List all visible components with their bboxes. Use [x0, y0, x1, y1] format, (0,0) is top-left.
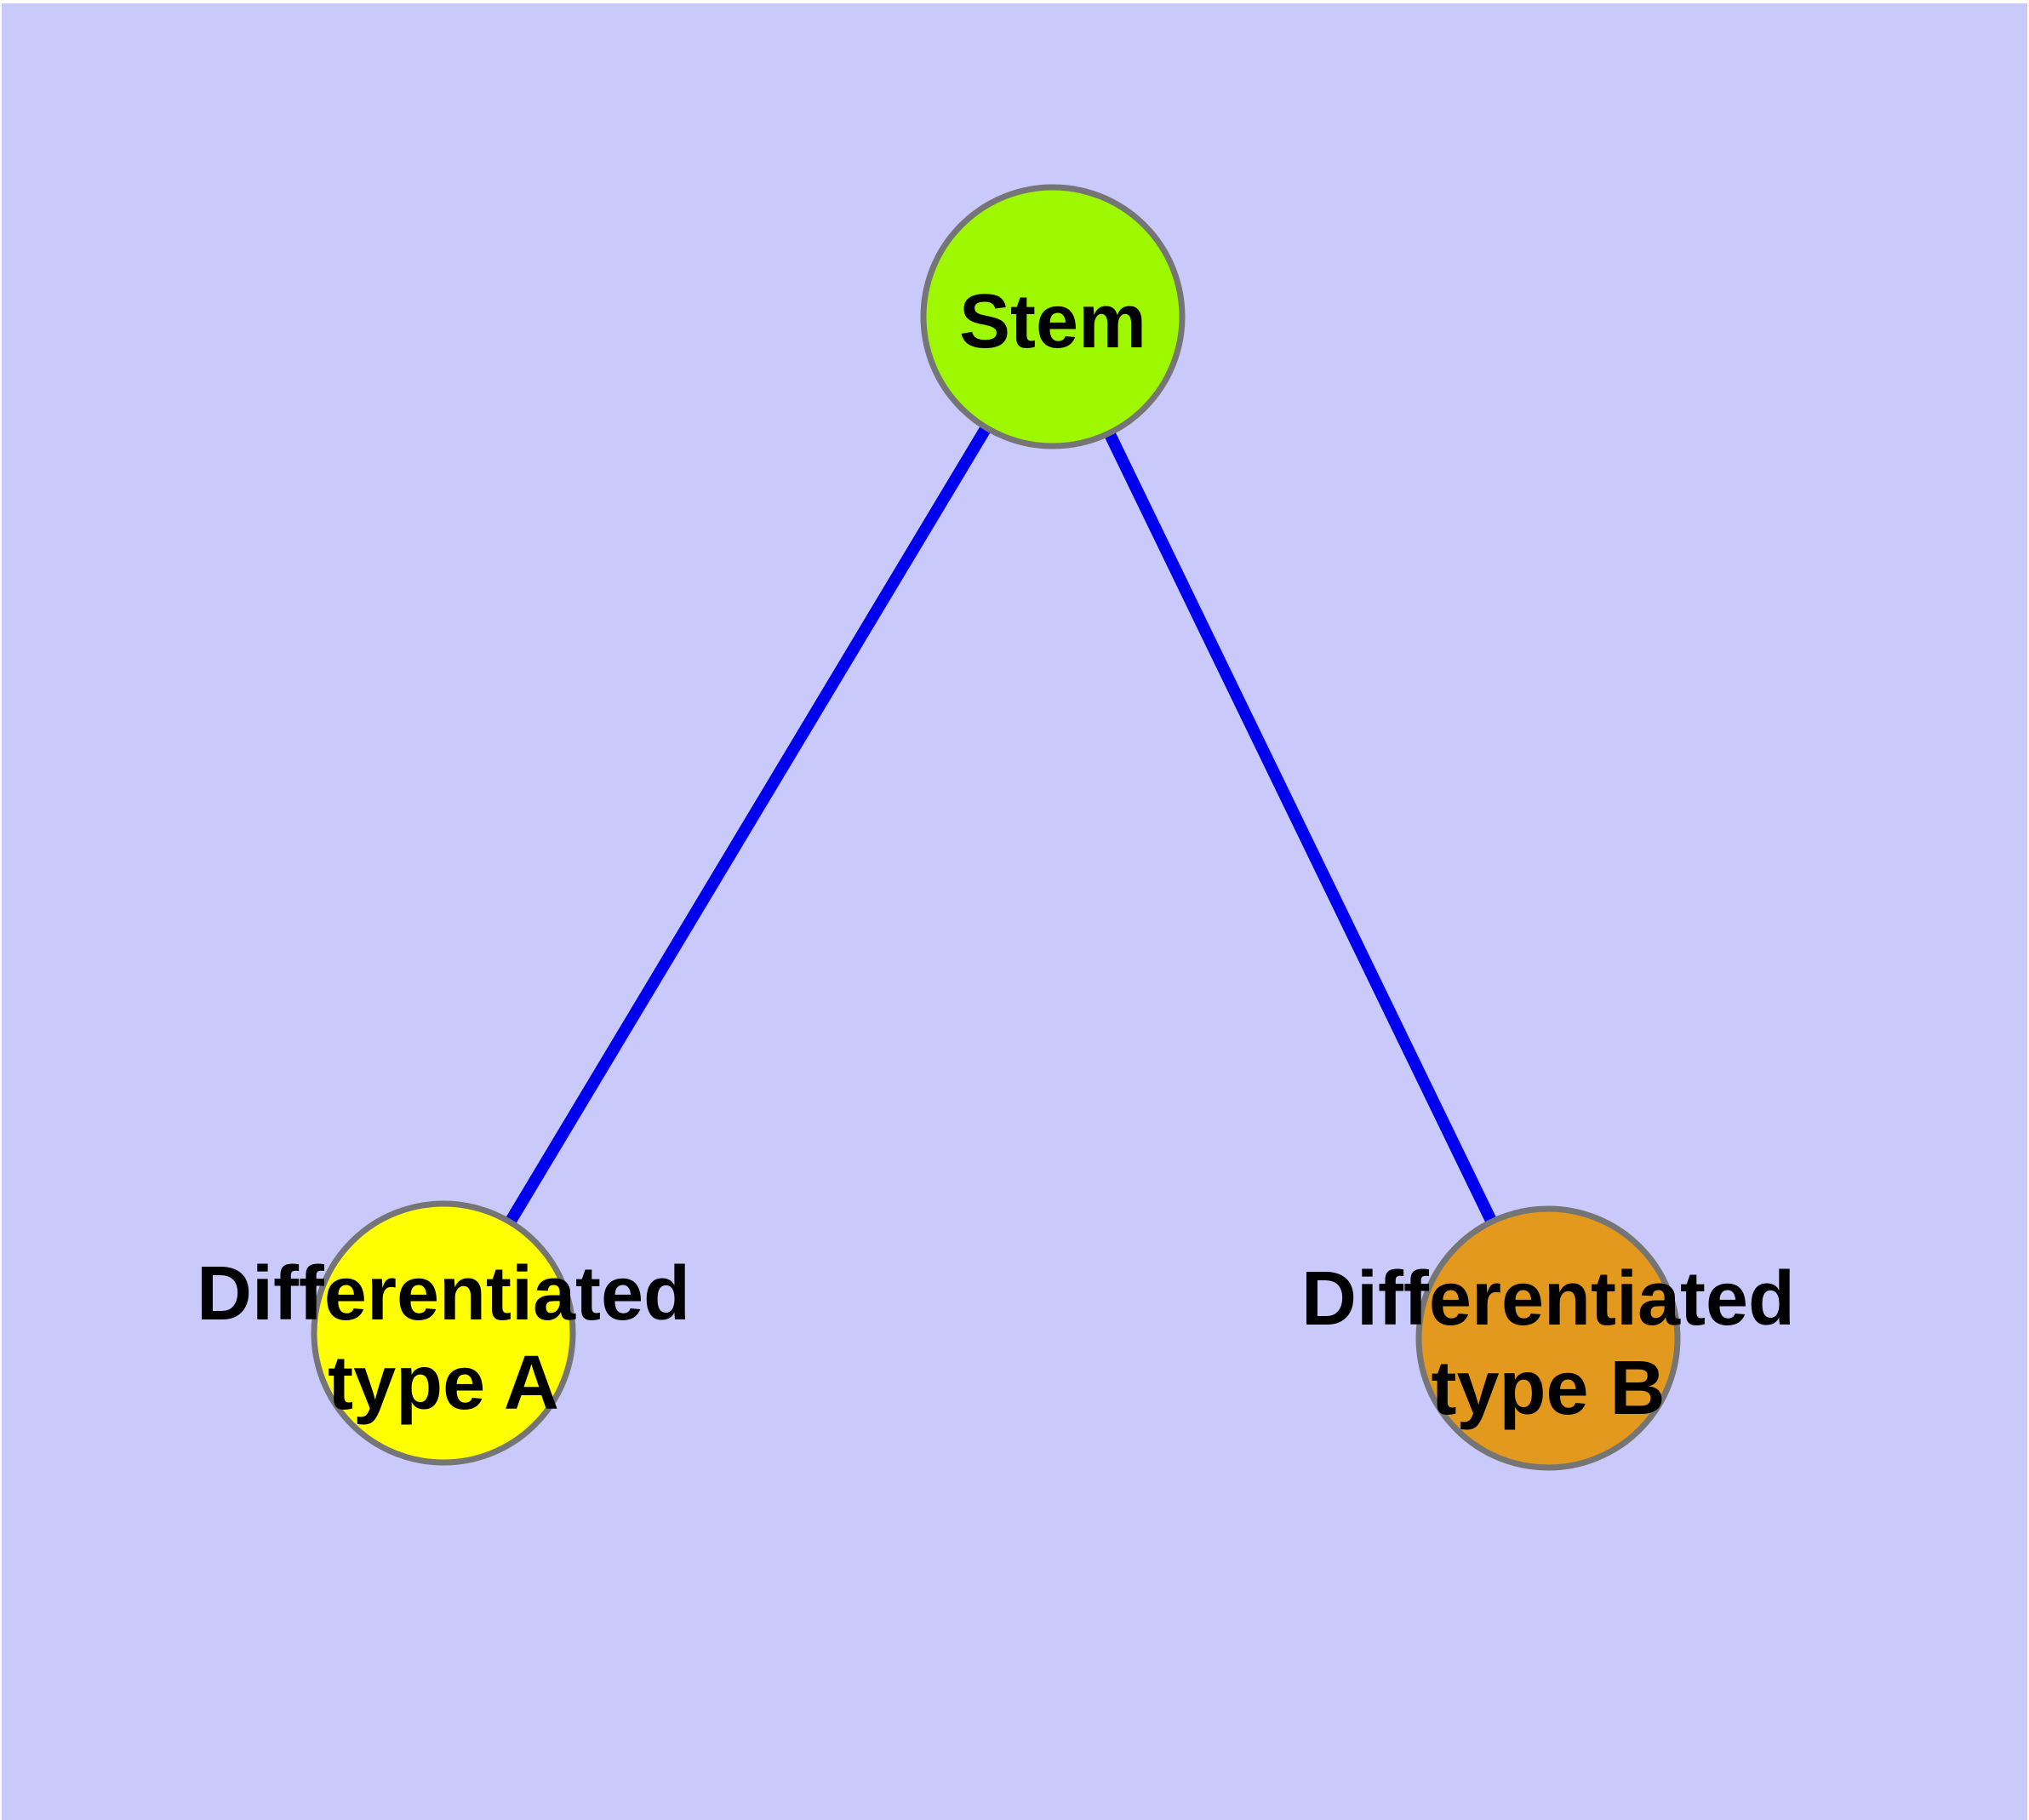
type-b-node-label-line2: type B — [1431, 1346, 1665, 1431]
type-a-node-label-line1: Differentiated — [197, 1251, 690, 1336]
edge-stem-to-type-b — [1047, 313, 1554, 1342]
type-b-node-label-line1: Differentiated — [1301, 1256, 1795, 1342]
type-a-node-circle — [311, 1200, 576, 1466]
type-b-node-circle — [1415, 1205, 1681, 1471]
edge-stem-to-type-a — [437, 313, 1059, 1336]
stem-node-circle — [920, 184, 1186, 449]
type-a-node-label-line2: type A — [328, 1341, 559, 1426]
stem-node-label: Stem — [959, 279, 1146, 364]
